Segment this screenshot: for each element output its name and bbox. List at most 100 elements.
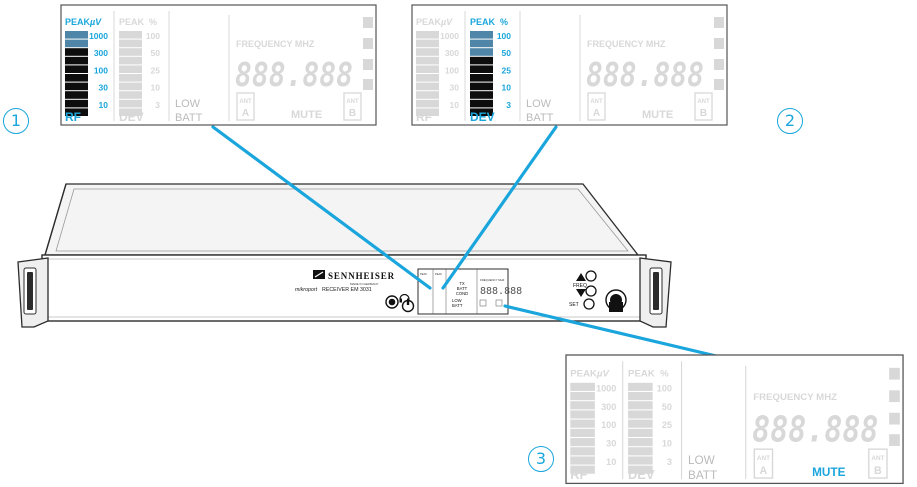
rf-level-segment <box>416 91 439 99</box>
antenna-b-box <box>868 448 888 479</box>
antenna-a-label: A <box>242 108 249 119</box>
frequency-digits: 888.888 <box>752 410 878 451</box>
dev-level-segment <box>628 456 653 465</box>
status-indicator-square <box>363 59 373 70</box>
callout-number-1: 1 <box>3 108 29 134</box>
status-indicator-square <box>714 59 724 70</box>
frequency-label: FREQUENCY MHZ <box>587 39 666 49</box>
dev-tick-label: 50 <box>151 48 161 58</box>
dev-tick-label: 25 <box>662 420 672 430</box>
mini-tx-label: TX <box>459 281 465 286</box>
rf-tick-label: 300 <box>601 402 616 412</box>
mini-peak-rf: PEAK <box>420 272 427 276</box>
rf-tick-label: 1000 <box>440 31 459 41</box>
callout-number-2: 2 <box>777 108 803 134</box>
dev-level-segment <box>119 74 142 82</box>
antenna-b-label: B <box>700 108 707 119</box>
low-label: LOW <box>526 98 552 110</box>
dev-level-segment <box>628 401 653 410</box>
rf-level-segment <box>570 419 595 428</box>
antenna-a-ant-label: ANT <box>239 99 252 105</box>
power-switch[interactable] <box>605 289 627 312</box>
peak-label-rf: PEAK <box>65 17 91 27</box>
rf-level-segment <box>65 91 88 99</box>
dev-level-segment <box>628 438 653 447</box>
mute-label: MUTE <box>812 466 845 479</box>
antenna-a-ant-label: ANT <box>757 455 770 462</box>
rf-level-segment <box>65 65 88 73</box>
rf-label: RF <box>416 110 432 124</box>
dev-level-segment <box>119 56 142 65</box>
unit-uv-label: µV <box>440 17 453 27</box>
dev-level-segment <box>470 91 493 99</box>
antenna-a-box <box>236 92 255 121</box>
rf-tick-label: 30 <box>606 439 616 449</box>
connector-lines <box>211 125 735 362</box>
dev-level-segment <box>119 91 142 99</box>
antenna-a-box <box>753 448 774 479</box>
rf-tick-label: 300 <box>445 48 459 58</box>
rf-tick-label: 1000 <box>89 31 108 41</box>
dev-tick-label: 10 <box>502 83 512 93</box>
mini-frequency-label: FREQUENCY MHZ <box>480 278 505 282</box>
antenna-b-box <box>694 92 713 121</box>
dev-label: DEV <box>119 110 144 124</box>
dev-level-segment <box>628 382 653 391</box>
receiver-front-panel <box>41 254 647 322</box>
dev-tick-label: 3 <box>667 457 672 467</box>
unit-uv-label: µV <box>596 368 611 379</box>
dev-tick-label: 10 <box>662 439 672 449</box>
antenna-b-ant-label: ANT <box>346 99 359 105</box>
dev-level-segment <box>470 82 493 91</box>
dev-level-segment <box>470 65 493 73</box>
dev-level-segment <box>470 56 493 65</box>
peak-label-dev: PEAK <box>628 368 655 379</box>
mini-batt-label-2: BATT <box>452 303 463 308</box>
freq-up-button[interactable] <box>585 270 597 282</box>
frequency-label: FREQUENCY MHZ <box>753 392 837 403</box>
antenna-b-label: B <box>874 465 882 477</box>
unit-percent-label: % <box>660 368 669 379</box>
rf-level-segment <box>65 82 88 91</box>
status-indicator-square <box>714 79 724 90</box>
dev-level-segment <box>119 39 142 48</box>
peak-label-rf: PEAK <box>416 17 442 27</box>
receiver-top <box>44 183 640 256</box>
freq-down-button[interactable] <box>585 285 597 297</box>
connector-line-3 <box>503 304 735 362</box>
model-series-label: mikroport <box>295 287 318 293</box>
status-indicator-square <box>363 38 373 49</box>
mini-batt-label: BATT <box>457 286 468 291</box>
antenna-b-ant-label: ANT <box>871 455 884 462</box>
antenna-a-label: A <box>593 108 600 119</box>
rf-tick-label: 10 <box>606 457 616 467</box>
rf-level-segment <box>570 401 595 410</box>
dev-tick-label: 100 <box>146 31 160 41</box>
rf-tick-label: 30 <box>99 83 109 93</box>
rf-level-segment <box>416 65 439 73</box>
dev-level-segment <box>119 99 142 108</box>
dev-tick-label: 100 <box>657 383 672 393</box>
low-label: LOW <box>175 98 201 110</box>
dev-label: DEV <box>628 467 655 482</box>
rf-tick-label: 10 <box>450 100 460 110</box>
antenna-a-box <box>587 92 606 121</box>
status-indicator-square <box>363 79 373 90</box>
dev-label: DEV <box>470 110 495 124</box>
rf-level-segment <box>416 48 439 56</box>
rf-tick-label: 30 <box>450 83 460 93</box>
rf-level-segment <box>416 82 439 91</box>
batt-label: BATT <box>526 112 554 124</box>
rf-level-segment <box>570 392 595 401</box>
rf-tick-label: 100 <box>445 65 459 75</box>
antenna-a-label: A <box>760 465 768 477</box>
status-indicator-square <box>889 412 900 425</box>
antenna-b-ant-label: ANT <box>697 99 710 105</box>
dev-level-segment <box>628 410 653 419</box>
mini-low-label: LOW <box>452 298 462 303</box>
rf-level-segment <box>65 31 88 39</box>
set-button[interactable] <box>583 298 595 310</box>
